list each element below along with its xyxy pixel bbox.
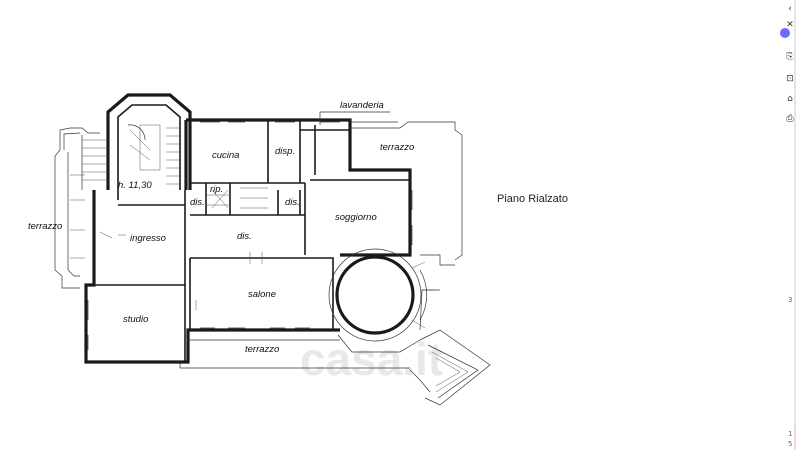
label-studio: studio — [123, 314, 148, 325]
page-fragment: 5 — [788, 440, 793, 448]
lavanderia-leader — [319, 111, 390, 125]
page-fragment: 1 — [788, 430, 793, 438]
bottom-terrace-outline — [179, 289, 491, 406]
accent-dot-icon[interactable] — [780, 28, 790, 38]
label-rip: rip. — [210, 184, 223, 195]
toolbar-scrollbar[interactable] — [794, 0, 796, 450]
pdf-tool-icon[interactable]: ⌂ — [787, 94, 793, 104]
label-dis-b: dis. — [285, 197, 300, 208]
label-height-note: h. 11,30 — [118, 180, 152, 191]
label-terrazzo-left: terrazzo — [28, 221, 62, 232]
main-building-walls — [84, 118, 413, 364]
pdf-tool-icon[interactable]: ⎙ — [786, 114, 794, 124]
rotunda — [328, 248, 435, 342]
label-dis-c: dis. — [237, 231, 252, 242]
viewer-toolbar — [778, 0, 800, 450]
toolbar-scrollbar-highlight — [794, 425, 796, 450]
stair-tower — [81, 93, 192, 190]
label-cucina: cucina — [212, 150, 239, 161]
label-terrazzo-top: terrazzo — [380, 142, 414, 153]
door-marks — [195, 252, 263, 310]
chevron-left-icon[interactable]: ‹ — [788, 4, 792, 14]
label-lavanderia: lavanderia — [340, 100, 384, 111]
pdf-tool-icon[interactable]: ⊡ — [786, 74, 794, 84]
floor-plan: casa.it — [28, 93, 568, 406]
entry-door-mark — [99, 231, 126, 239]
pdf-tool-icon[interactable]: ⎘ — [786, 52, 794, 62]
label-salone: salone — [248, 289, 276, 300]
plan-title: Piano Rialzato — [497, 193, 568, 205]
top-right-terrace-outline — [350, 121, 463, 266]
label-terrazzo-bottom: terrazzo — [245, 344, 279, 355]
label-dis-a: dis. — [190, 197, 205, 208]
label-disp: disp. — [275, 146, 295, 157]
label-soggiorno: soggiorno — [335, 212, 377, 223]
close-icon[interactable]: ✕ — [786, 20, 794, 30]
watermark-text: casa.it — [300, 333, 443, 385]
left-terrace-outline — [54, 127, 100, 289]
page-fragment: 3 — [788, 296, 793, 304]
label-ingresso: ingresso — [130, 233, 166, 244]
